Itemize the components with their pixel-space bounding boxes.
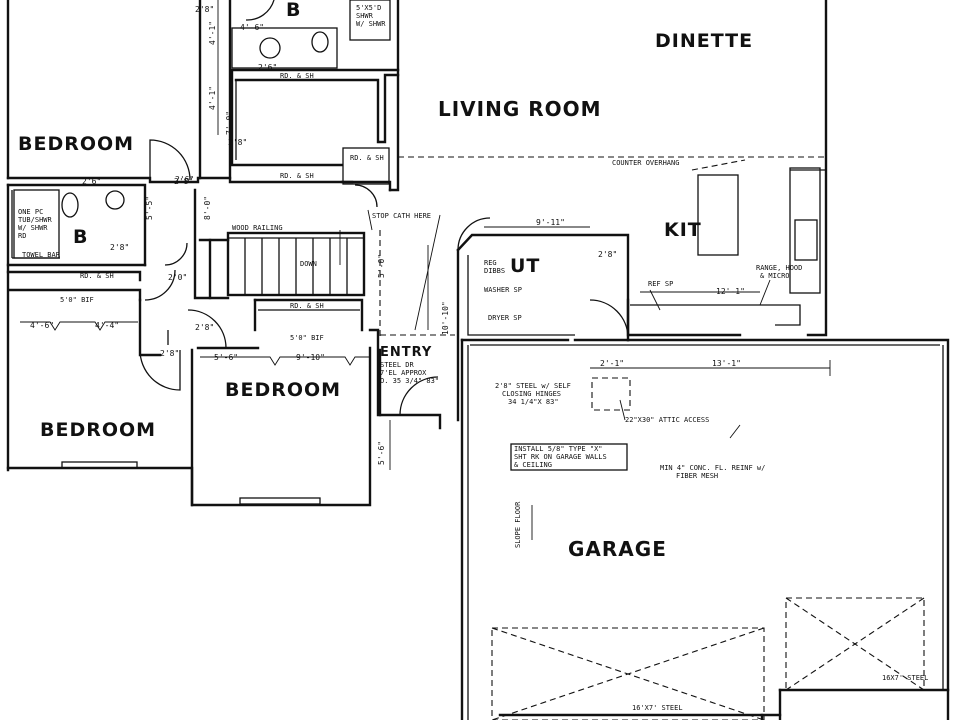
note-dryer-sp: DRYER SP — [488, 314, 522, 322]
dim-4-6-l: 4'-6" — [30, 321, 54, 330]
note-rd-sh-5: RD. & SH — [290, 302, 324, 310]
dim-2-8-g: 2'8" — [598, 250, 617, 259]
dim-8-0: 8'-0" — [203, 196, 212, 220]
bath-left-label: B — [73, 226, 88, 248]
dim-5-5: 5'-5" — [145, 196, 154, 220]
dim-2-8-f: 2'8" — [174, 177, 193, 186]
note-stop-cath: STOP CATH HERE — [372, 212, 431, 220]
note-shwr-top-2: SHWR — [356, 12, 374, 20]
garage-label: GARAGE — [568, 537, 667, 561]
dim-2-6-b: 2'6" — [82, 177, 101, 186]
dim-9-10: 9'-10" — [296, 353, 325, 362]
note-rd-sh-3: RD. & SH — [350, 154, 384, 162]
dim-2-8-e: 2'8" — [160, 349, 179, 358]
dim-7-0: 7'-0" — [225, 111, 234, 135]
stair-treads — [244, 238, 348, 295]
sink-top-icon — [259, 37, 281, 59]
note-steel-dr-3: O. 35 3/4" 83" — [380, 377, 439, 385]
dim-12-1: 12'-1" — [716, 287, 745, 296]
note-one-pc-4: RD — [18, 232, 26, 240]
dim-2-8-a: 2'8" — [195, 5, 214, 14]
note-garage-door-2: 16X7' STEEL — [882, 674, 928, 682]
dim-5-6: 5'-6" — [214, 353, 238, 362]
toilet-top-icon — [311, 31, 329, 53]
toilet-left-icon — [61, 192, 79, 218]
note-bi-1: 5'0" BIF — [60, 296, 94, 304]
note-install-2: SHT RK ON GARAGE WALLS — [514, 453, 607, 461]
note-bi-2: 5'0" BIF — [290, 334, 324, 342]
living-room-label: LIVING ROOM — [438, 97, 602, 121]
dim-2-8-c: 2'8" — [110, 243, 129, 252]
note-micro: & MICRO — [760, 272, 790, 280]
note-steel-door-3: 34 1/4"X 83" — [508, 398, 559, 406]
dinette-label: DINETTE — [655, 30, 753, 52]
tub-left-icon — [13, 189, 60, 259]
dim-4-6-top: 4'-6" — [240, 23, 264, 32]
room-labels: DINETTE LIVING ROOM BEDROOM BEDROOM BEDR… — [18, 0, 753, 561]
dim-2-6-c: 2'6" — [258, 63, 277, 72]
note-conc-1: MIN 4" CONC. FL. REINF w/ — [660, 464, 765, 472]
note-steel-dr-1: STEEL DR — [380, 361, 415, 369]
note-shwr-top-1: 5'X5'D — [356, 4, 381, 12]
notes: COUNTER OVERHANG RANGE, HOOD & MICRO REF… — [18, 4, 928, 712]
utility-label: UT — [510, 255, 540, 277]
note-one-pc-3: W/ SHWR — [18, 224, 48, 232]
note-garage-door-1: 16'X7' STEEL — [632, 704, 683, 712]
shower-top-icon — [349, 0, 391, 41]
note-down: DOWN — [300, 260, 317, 268]
note-reg: REG — [484, 259, 497, 267]
note-ref-sp: REF SP — [648, 280, 673, 288]
dim-4-4: 4'-4" — [95, 321, 119, 330]
dim-2-0: 2'0" — [168, 273, 187, 282]
note-shwr-top-3: W/ SHWR — [356, 20, 386, 28]
fixtures — [13, 0, 391, 259]
door-swings — [139, 0, 629, 416]
entry-label: ENTRY — [380, 345, 432, 360]
note-steel-door-2: CLOSING HINGES — [502, 390, 561, 398]
dim-13-1: 13'-1" — [712, 359, 741, 368]
note-rd-sh-4: RD. & SH — [80, 272, 114, 280]
note-conc-2: FIBER MESH — [676, 472, 718, 480]
note-steel-dr-2: 7'EL APPROX — [380, 369, 427, 377]
dim-9-11: 9'-11" — [536, 218, 565, 227]
dim-2-8-b: 2'8" — [228, 138, 247, 147]
dashed-lines — [379, 156, 925, 720]
note-range-hood: RANGE, HOOD — [756, 264, 802, 272]
bedroom-bottom-left-label: BEDROOM — [40, 419, 156, 441]
note-one-pc-2: TUB/SHWR — [18, 216, 53, 224]
dim-5-0: 5'-0" — [377, 254, 386, 278]
note-towel-bar: TOWEL BAR — [22, 251, 61, 259]
note-wood-railing: WOOD RAILING — [232, 224, 283, 232]
note-attic-access: 22"X30" ATTIC ACCESS — [625, 416, 709, 424]
note-steel-door-1: 2'8" STEEL w/ SELF — [495, 382, 571, 390]
note-one-pc-1: ONE PC — [18, 208, 43, 216]
sink-left-icon — [105, 190, 125, 210]
note-install-1: INSTALL 5/8" TYPE "X" — [514, 445, 603, 453]
dim-4-1b: 4'-1" — [208, 86, 217, 110]
dim-2-8-d: 2'8" — [195, 323, 214, 332]
kitchen-label: KIT — [664, 219, 702, 241]
walls — [6, 0, 950, 720]
note-counter-overhang: COUNTER OVERHANG — [612, 159, 679, 167]
note-install-3: & CEILING — [514, 461, 552, 469]
bedroom-center-label: BEDROOM — [225, 379, 341, 401]
note-slope-floor: SLOPE FLOOR — [514, 501, 522, 548]
dim-2-6-a: 2'6" — [175, 175, 194, 184]
note-rd-sh-2: RD. & SH — [280, 172, 314, 180]
dim-4-1: 4'-1" — [208, 21, 217, 45]
note-dibbs: DIBBS — [484, 267, 505, 275]
bedroom-top-left-label: BEDROOM — [18, 133, 134, 155]
note-washer-sp: WASHER SP — [484, 286, 522, 294]
bath-top-label: B — [286, 0, 301, 21]
dim-10-10: 10'-10" — [441, 301, 450, 335]
dimension-text: 2'8" 4'-6" 4'-1" 4'-1" 2'8" 7'-0" 2'6" 2… — [30, 5, 745, 465]
dim-5-6-b: 5'-6" — [377, 441, 386, 465]
install-note-box — [510, 443, 628, 471]
dim-2-1: 2'-1" — [600, 359, 624, 368]
note-rd-sh-1: RD. & SH — [280, 72, 314, 80]
dimension-lines — [20, 0, 831, 540]
